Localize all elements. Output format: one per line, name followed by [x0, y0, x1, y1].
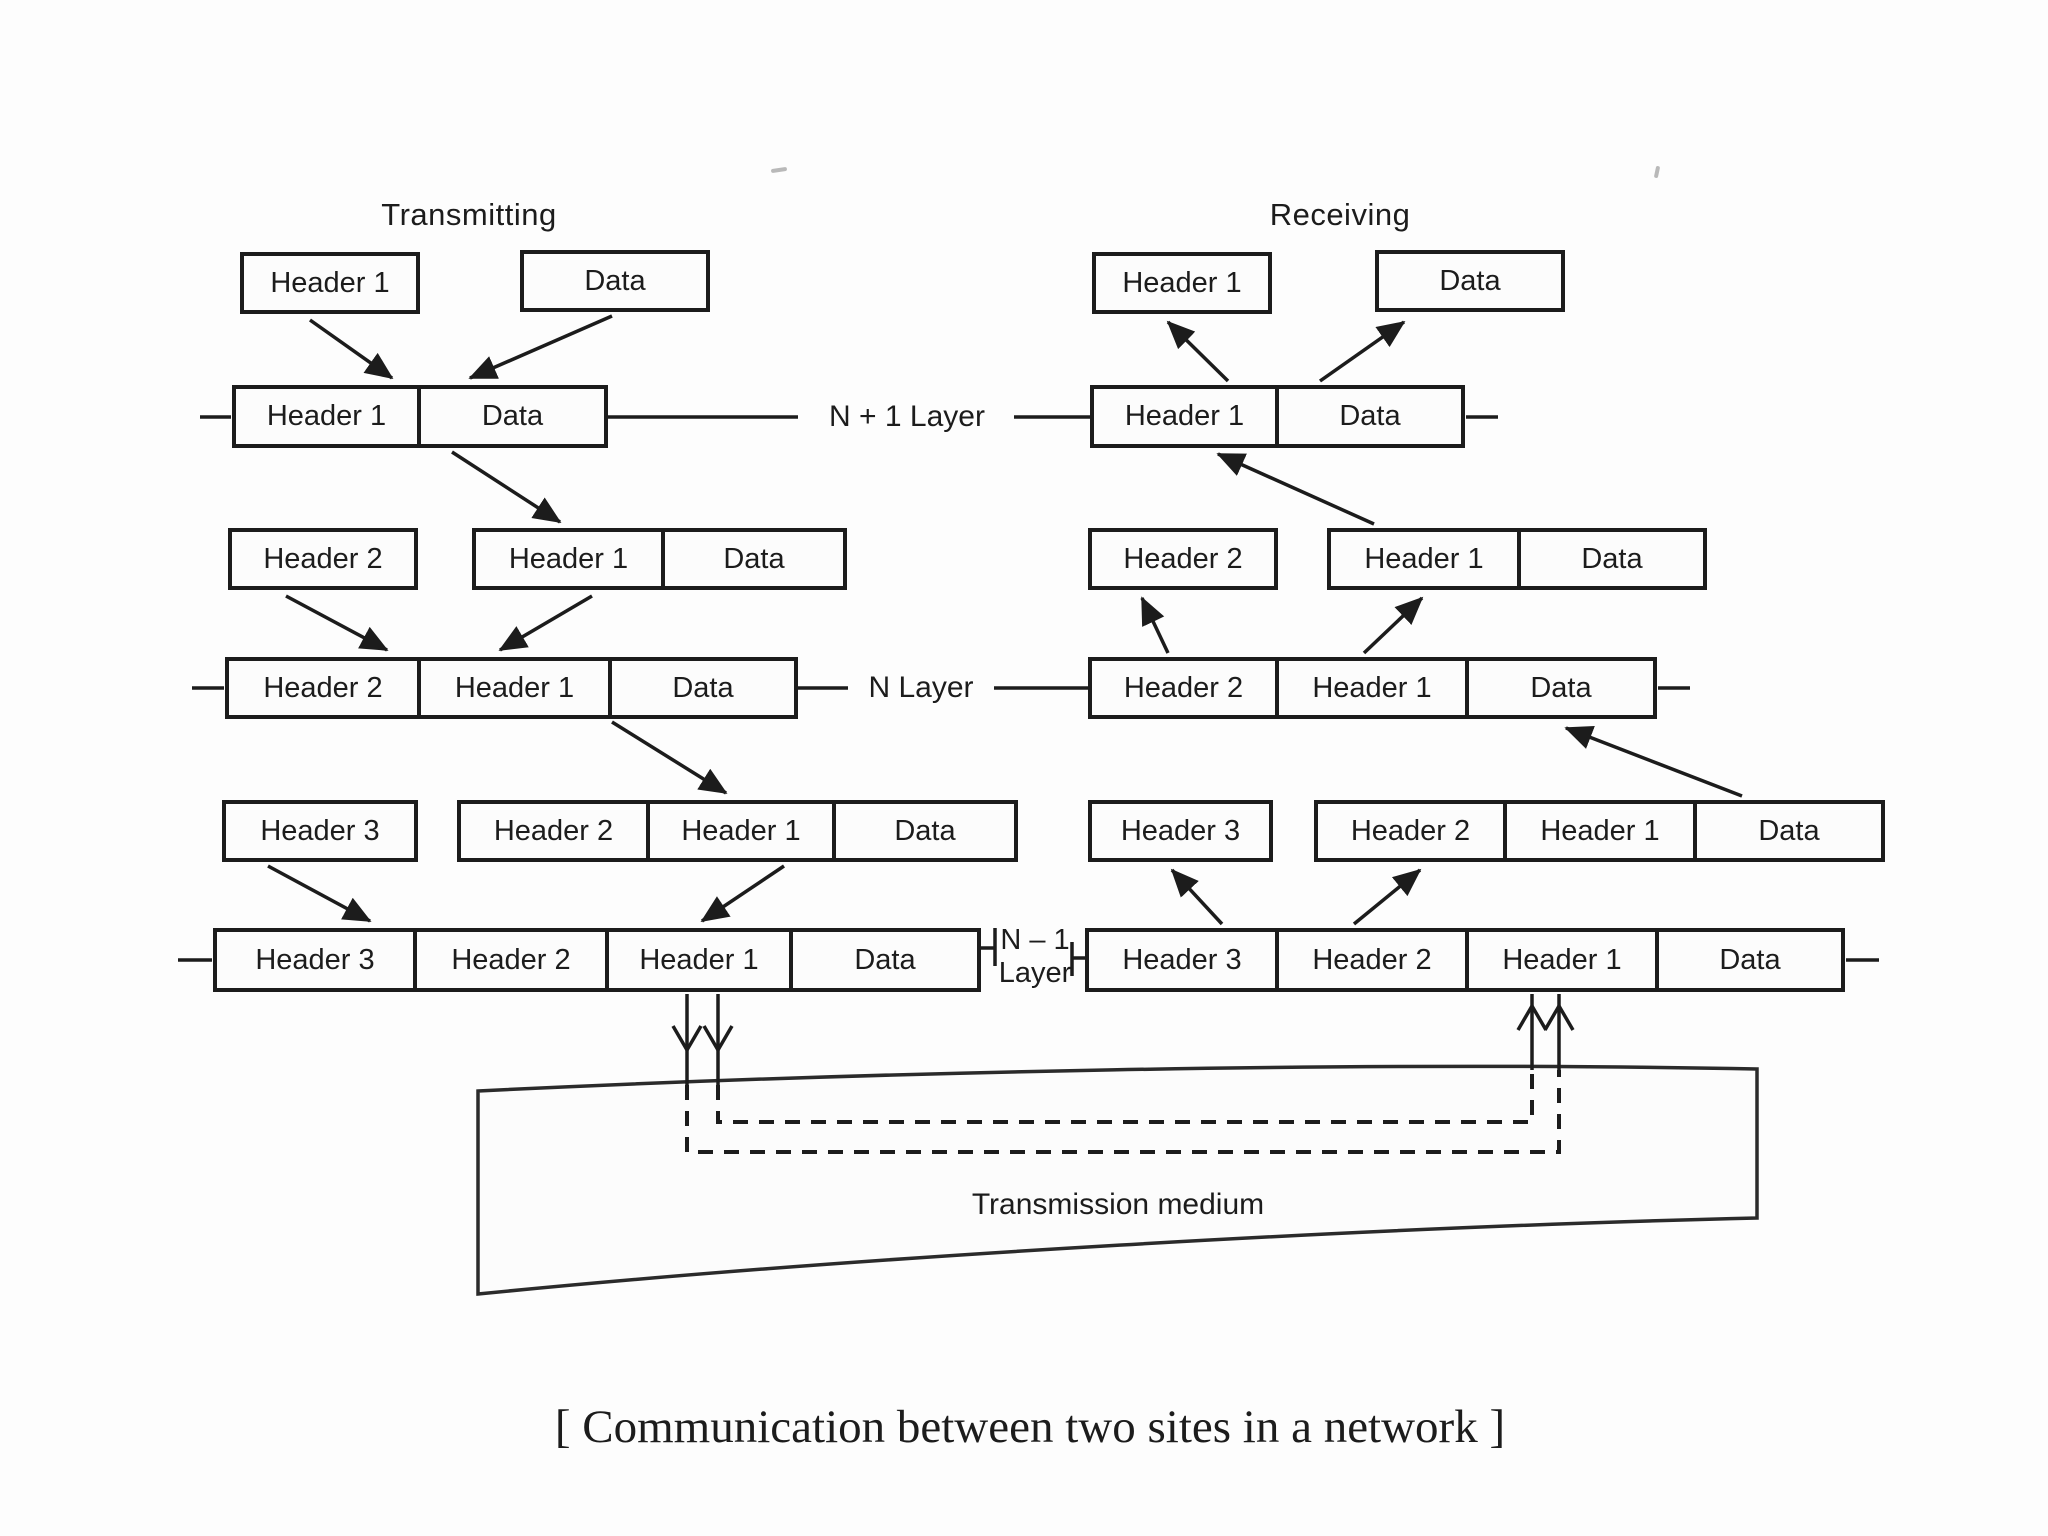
scan-artifact [770, 166, 788, 174]
rx-up-lines [1516, 994, 1575, 1070]
tx-row2-data-cell: Data [608, 661, 794, 715]
rx-layer-n-plus-1-pdu: Header 1 Data [1090, 385, 1465, 448]
tx-tier2-combined-box: Header 1 Data [472, 528, 847, 590]
tx-tier3-combined-box: Header 2 Header 1 Data [457, 800, 1018, 862]
rx-tier3-data-cell: Data [1693, 804, 1881, 858]
tx-tier1-data-box: Data [520, 250, 710, 312]
tx-row3-header2-cell: Header 2 [413, 932, 605, 988]
tx-row1-data-cell: Data [417, 389, 604, 444]
tx-tier3-data-cell: Data [832, 804, 1014, 858]
layer-label-n-minus-1-bottom: Layer [998, 957, 1072, 989]
tx-row3-header1-cell: Header 1 [605, 932, 789, 988]
rx-layer-n-pdu: Header 2 Header 1 Data [1088, 657, 1657, 719]
tx-tier3-header3-box: Header 3 [222, 800, 418, 862]
scan-artifact [1653, 165, 1661, 179]
tx-row2-header1-cell: Header 1 [417, 661, 608, 715]
tx-tier3-header1-cell: Header 1 [646, 804, 832, 858]
rx-row1-header1-cell: Header 1 [1124, 400, 1245, 432]
tx-row3-header3-cell: Header 3 [255, 943, 375, 976]
tx-tier2-header1-cell: Header 1 [508, 542, 629, 575]
rx-tier1-header1-box: Header 1 [1092, 252, 1272, 314]
tx-layer-n-plus-1-pdu: Header 1 Data [232, 385, 608, 448]
rx-row3-data-cell: Data [1655, 932, 1841, 988]
rx-row3-header3-cell: Header 3 [1122, 943, 1242, 976]
rx-layer-n-minus-1-pdu: Header 3 Header 2 Header 1 Data [1085, 928, 1845, 992]
medium-dashed-path-inner [716, 1070, 1534, 1124]
rx-tier2-data-cell: Data [1517, 532, 1703, 586]
rx-row1-data-cell: Data [1275, 389, 1461, 444]
layer-label-n-minus-1: N – 1 Layer [996, 924, 1074, 990]
transmission-medium-label: Transmission medium [971, 1188, 1265, 1221]
tx-tier2-data-cell: Data [661, 532, 843, 586]
tx-tier3-header2-cell: Header 2 [493, 814, 614, 847]
figure-caption: [ Communication between two sites in a n… [554, 1401, 1506, 1453]
rx-row2-header1-cell: Header 1 [1275, 661, 1465, 715]
receiving-title: Receiving [1269, 197, 1411, 232]
rx-tier2-header2-box: Header 2 [1088, 528, 1278, 590]
rx-tier2-combined-box: Header 1 Data [1327, 528, 1707, 590]
tx-layer-n-pdu: Header 2 Header 1 Data [225, 657, 798, 719]
tx-row2-header2-cell: Header 2 [263, 671, 383, 704]
rx-row3-header2-cell: Header 2 [1275, 932, 1465, 988]
transmission-medium-box [476, 1064, 1759, 1296]
tx-row3-data-cell: Data [789, 932, 977, 988]
layer-label-n: N Layer [868, 671, 974, 704]
transmitting-title: Transmitting [381, 197, 557, 232]
rx-tier2-header1-cell: Header 1 [1364, 542, 1484, 575]
tx-tier1-header1-box: Header 1 [240, 252, 420, 314]
medium-dashed-path-outer [685, 1070, 1561, 1154]
rx-tier3-header3-box: Header 3 [1088, 800, 1273, 862]
rx-tier1-data-box: Data [1375, 250, 1565, 312]
rx-row2-header2-cell: Header 2 [1123, 671, 1244, 704]
layer-label-n-minus-1-top: N – 1 [1000, 924, 1070, 956]
rx-tier3-header2-cell: Header 2 [1350, 814, 1471, 847]
rx-tier3-header1-cell: Header 1 [1503, 804, 1693, 858]
rx-row3-header1-cell: Header 1 [1465, 932, 1655, 988]
layer-label-n-plus-1: N + 1 Layer [829, 400, 985, 433]
tx-tier2-header2-box: Header 2 [228, 528, 418, 590]
rx-tier3-combined-box: Header 2 Header 1 Data [1314, 800, 1885, 862]
tx-row1-header1-cell: Header 1 [266, 400, 387, 432]
tx-layer-n-minus-1-pdu: Header 3 Header 2 Header 1 Data [213, 928, 981, 992]
rx-row2-data-cell: Data [1465, 661, 1653, 715]
tx-down-lines [671, 994, 734, 1085]
